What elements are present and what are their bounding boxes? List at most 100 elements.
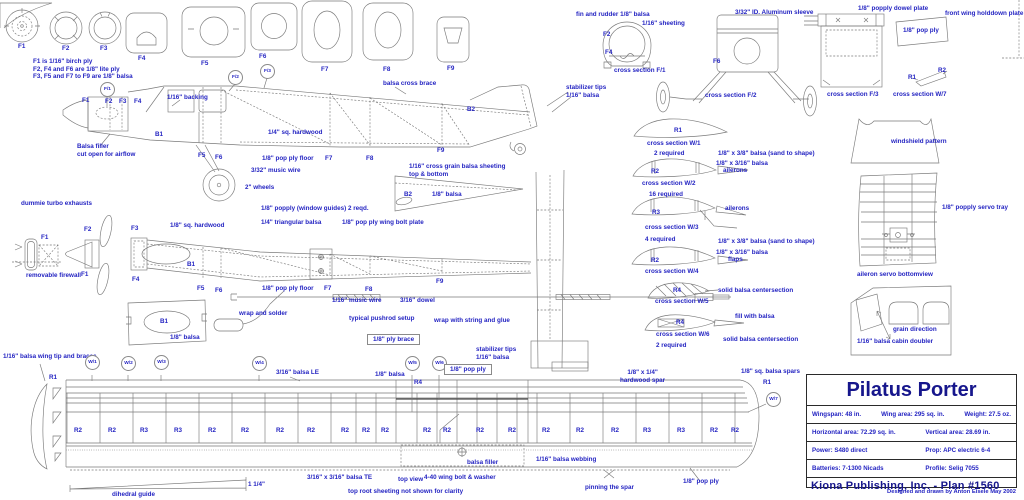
former-label-f6: F6 — [259, 53, 267, 60]
rib-label: R2 — [576, 427, 585, 434]
callout-balloon-f3: F/3 — [260, 64, 275, 79]
spec-row-4: Batteries: 7-1300 Nicads Profile: Selig … — [807, 460, 1016, 478]
callout-balloon-w3: W/3 — [154, 355, 169, 370]
rib-label: R2 — [108, 427, 117, 434]
rib-label-r1-right: R1 — [763, 379, 772, 386]
station-f1: F1 — [82, 97, 90, 104]
note-wrap-solder: wrap and solder — [239, 310, 288, 317]
note-dihedral-guide: dihedral guide — [112, 491, 156, 498]
note-ailerons: ailerons — [723, 167, 748, 174]
note-16-required: 16 required — [649, 191, 683, 198]
wing-cross-sections-drawing — [631, 118, 749, 332]
caption-top-view: top view — [398, 476, 424, 483]
note-cabin-doubler: 1/16" balsa cabin doubler — [857, 338, 934, 345]
part-label-b2-stab: B2 — [404, 191, 413, 198]
fuselage-top-view-drawing — [12, 214, 532, 346]
station-f7-top: F7 — [324, 285, 332, 292]
boxed-label-ply-brace: 1/8" ply brace — [367, 334, 421, 345]
formers-drawing — [4, 0, 470, 63]
note-sand-to-shape: 1/8" x 3/8" balsa (sand to shape) — [718, 150, 815, 157]
cross-section-f2-drawing — [656, 14, 817, 117]
former-label-f4: F4 — [138, 55, 146, 62]
boxed-label-pop-ply: 1/8" pop ply — [444, 364, 492, 375]
callout-balloon-w4: W/4 — [252, 356, 267, 371]
rib-label: R2 — [508, 427, 517, 434]
note-4-required: 4 required — [645, 236, 676, 243]
note-ailerons-2: ailerons — [725, 205, 750, 212]
note-sand-to-shape-2: 1/8" x 3/8" balsa (sand to shape) — [718, 238, 815, 245]
note-dowel-316: 3/16" dowel — [400, 297, 435, 304]
spec-row-3: Power: S480 direct Prop: APC electric 6-… — [807, 442, 1016, 460]
caption-aileron-servo: aileron servo bottomview — [857, 271, 933, 278]
note-balsa-filler: balsa filler — [467, 459, 499, 466]
part-label-r1: R1 — [908, 74, 917, 81]
note-sq-hardwood-18: 1/8" sq. hardwood — [170, 222, 225, 229]
rib-label: R3 — [677, 427, 686, 434]
rib-label-r4-w5: R4 — [673, 287, 682, 294]
note-2-required: 2 required — [654, 150, 685, 157]
callout-balloon-w1: W/1 — [85, 355, 100, 370]
note-stab-tips-top: stabilizer tips 1/16" balsa — [566, 84, 607, 99]
note-balsa-cross-brace: balsa cross brace — [383, 80, 437, 87]
part-label-f6: F6 — [713, 58, 721, 65]
note-dowel-plate: 1/8" popply dowel plate — [858, 5, 929, 12]
note-balsa-le: 3/16" balsa LE — [276, 369, 319, 376]
rib-label: R2 — [276, 427, 285, 434]
note-triangular-balsa: 1/4" triangular balsa — [261, 219, 322, 226]
rib-label-r4-center: R4 — [414, 379, 423, 386]
caption-cross-section-f3: cross section F/3 — [827, 91, 879, 98]
publisher-line: Kiona Publishing, Inc. - Plan #1560 — [811, 480, 1000, 492]
note-flaps: flaps — [728, 256, 743, 263]
station-f2: F2 — [105, 98, 113, 105]
station-f2-top: F2 — [84, 226, 92, 233]
callout-balloon-f2: F/2 — [228, 70, 243, 85]
note-pop-ply-bottom: 1/8" pop ply — [683, 478, 719, 485]
station-f6-top: F6 — [215, 287, 223, 294]
callout-balloon-w7: W/7 — [766, 392, 781, 407]
spec-power: Power: S480 direct — [812, 447, 868, 454]
note-solid-centersection: solid balsa centersection — [718, 287, 794, 294]
note-balsa-18-center: 1/8" balsa — [375, 371, 405, 378]
spec-row-1: Wingspan: 48 in. Wing area: 295 sq. in. … — [807, 406, 1016, 424]
station-f4: F4 — [134, 98, 142, 105]
rib-label: R2 — [381, 427, 390, 434]
dim-1-14: 1 1/4" — [248, 481, 265, 488]
rib-label: R2 — [731, 427, 740, 434]
part-label-f2: F2 — [603, 31, 611, 38]
note-wrap-string: wrap with string and glue — [434, 317, 510, 324]
note-sheeting: 1/16" sheeting — [642, 20, 685, 27]
note-front-holddown: front wing holddown plate — [945, 10, 1024, 17]
note-grain-direction: grain direction — [893, 326, 937, 333]
caption-cross-section-w7: cross section W/7 — [893, 91, 947, 98]
caption-cross-section-f1: cross section F/1 — [614, 67, 666, 74]
formers-material-note: F1 is 1/16" birch ply F2, F4 and F6 are … — [33, 58, 133, 81]
rib-label-r1-tip: R1 — [49, 374, 58, 381]
station-f3: F3 — [119, 98, 127, 105]
note-wheels: 2" wheels — [245, 184, 275, 191]
note-root-sheeting: top root sheeting not shown for clarity — [348, 488, 464, 495]
spec-vertical-area: Vertical area: 28.69 in. — [925, 429, 991, 436]
station-f6: F6 — [215, 154, 223, 161]
cross-section-f1-drawing — [602, 21, 652, 69]
note-pop-ply-floor-2: 1/8" pop ply floor — [262, 285, 314, 292]
caption-cross-section-w5: cross section W/5 — [655, 298, 709, 305]
note-balsa-te: 3/16" x 3/16" balsa TE — [307, 474, 373, 481]
note-balsa-18-b1: 1/8" balsa — [170, 334, 200, 341]
note-fin-rudder: fin and rudder 1/8" balsa — [576, 11, 650, 18]
note-pushrod-setup: typical pushrod setup — [349, 315, 415, 322]
note-servo-tray: 1/8" popply servo tray — [942, 204, 1008, 211]
note-crossgrain-sheeting: 1/16" cross grain balsa sheeting top & b… — [409, 163, 506, 178]
former-label-f1: F1 — [18, 43, 26, 50]
part-label-b1: B1 — [155, 131, 164, 138]
note-balsa-webbing: 1/16" balsa webbing — [536, 456, 597, 463]
rib-label-r3-w3: R3 — [652, 209, 661, 216]
former-label-f7: F7 — [321, 66, 329, 73]
rib-label: R2 — [241, 427, 250, 434]
caption-cross-section-w3: cross section W/3 — [645, 224, 699, 231]
station-f1-top: F1 — [41, 234, 49, 241]
servo-tray-drawing — [858, 172, 938, 267]
plan-title: Pilatus Porter — [807, 375, 1016, 406]
caption-cross-section-f2: cross section F/2 — [705, 92, 757, 99]
note-solid-centersection-2: solid balsa centersection — [723, 336, 799, 343]
